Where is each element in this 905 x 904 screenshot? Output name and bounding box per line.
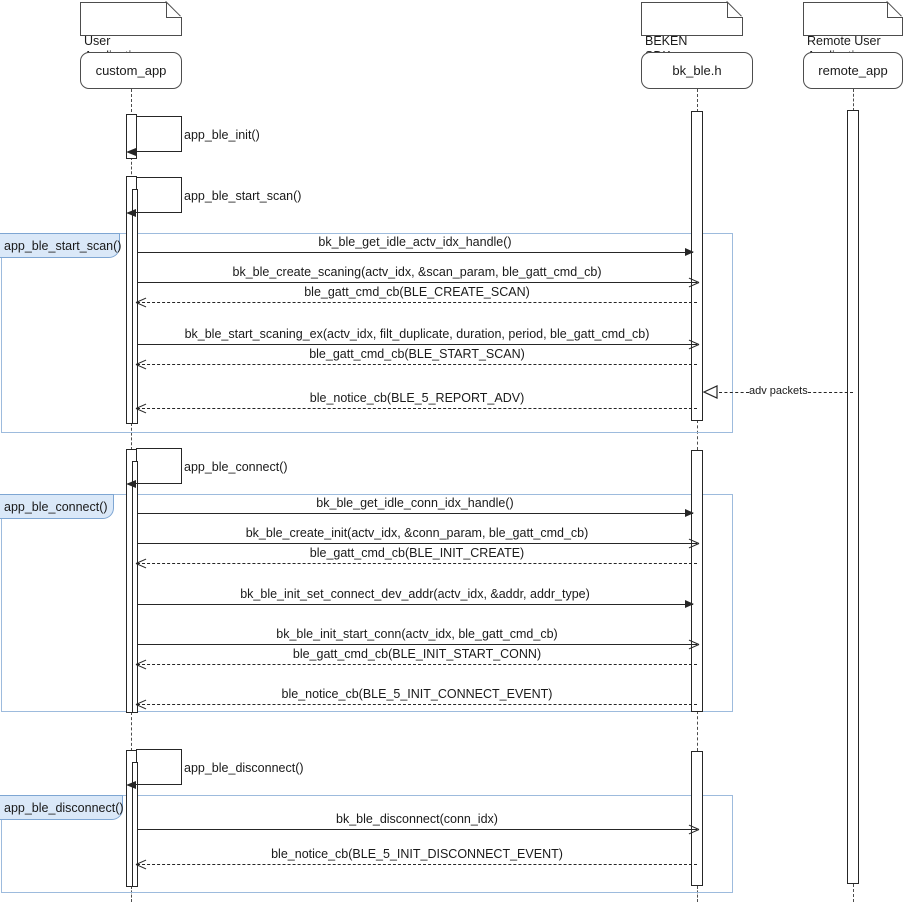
message-label: bk_ble_disconnect(conn_idx) [336,812,498,826]
message-label: bk_ble_create_init(actv_idx, &conn_param… [245,526,589,540]
arrowhead-icon [126,780,136,789]
lifeline-spine-bk-ble-h [697,89,698,112]
message-label: bk_ble_start_scaning_ex(actv_idx, filt_d… [184,327,650,341]
note-fold-icon [727,2,743,18]
self-call-app-ble-disconnect [126,749,182,789]
message-label: ble_gatt_cmd_cb(BLE_CREATE_SCAN) [304,285,530,299]
note-beken-sdk: BEKEN SDK [641,2,743,63]
self-call-label-app-ble-init: app_ble_init() [184,128,260,142]
arrowhead-icon [685,247,694,256]
lifeline-spine-bk-ble-h [697,420,698,450]
fragment-label-text: app_ble_disconnect() [4,800,124,815]
self-call-app-ble-init [126,116,182,156]
lifeline-label: remote_app [818,63,888,78]
fragment-connect [1,494,733,712]
lifeline-spine-bk-ble-h [697,886,698,902]
message-label: ble_notice_cb(BLE_5_INIT_CONNECT_EVENT) [281,687,553,701]
lifeline-spine-remote-app [853,884,854,902]
message-label: bk_ble_create_scaning(actv_idx, &scan_pa… [232,265,602,279]
message-label: bk_ble_get_idle_actv_idx_handle() [318,235,512,249]
arrowhead-icon [685,508,694,517]
note-user-application: User Application [80,2,182,63]
fragment-disconnect [1,795,733,893]
self-call-label-app-ble-connect: app_ble_connect() [184,460,288,474]
lifeline-head-custom-app[interactable]: custom_app [80,52,182,89]
message-label: bk_ble_init_start_conn(actv_idx, ble_gat… [276,627,558,641]
fragment-label-disconnect: app_ble_disconnect() [0,795,124,820]
lifeline-spine-custom-app [131,712,132,751]
activation-bar-remote-app [847,110,859,884]
message-label: bk_ble_get_idle_conn_idx_handle() [316,496,514,510]
activation-bar-custom-app-nested [132,762,138,887]
message-label: ble_gatt_cmd_cb(BLE_INIT_START_CONN) [292,647,542,661]
lifeline-spine-custom-app [131,423,132,450]
fragment-label-text: app_ble_start_scan() [4,238,122,253]
lifeline-label: bk_ble.h [672,63,722,78]
fragment-label-text: app_ble_connect() [4,499,108,514]
message-label: adv packets [749,385,808,397]
message-label: ble_notice_cb(BLE_5_REPORT_ADV) [309,391,525,405]
arrowhead-icon [126,208,136,217]
self-call-app-ble-connect [126,448,182,488]
self-call-label-app-ble-start-scan: app_ble_start_scan() [184,189,302,203]
lifeline-spine-custom-app [131,89,132,117]
lifeline-head-remote-app[interactable]: remote_app [803,52,903,89]
arrowhead-icon [126,147,136,156]
self-call-label-app-ble-disconnect: app_ble_disconnect() [184,761,304,775]
message-label: bk_ble_init_set_connect_dev_addr(actv_id… [240,587,590,601]
arrowhead-icon [685,599,694,608]
note-remote-user-application: Remote User Application [803,2,903,63]
activation-bar-bk-ble-h [691,450,703,712]
fragment-start-scan [1,233,733,433]
lifeline-spine-bk-ble-h [697,711,698,751]
fragment-label-connect: app_ble_connect() [0,494,114,519]
lifeline-label: custom_app [95,63,167,78]
note-fold-icon [887,2,903,18]
lifeline-head-bk-ble-h[interactable]: bk_ble.h [641,52,753,89]
message-adv-packets: adv packets [703,385,853,399]
hollow-arrowhead-icon [703,385,718,399]
fragment-label-start-scan: app_ble_start_scan() [0,233,122,258]
message-label: ble_gatt_cmd_cb(BLE_START_SCAN) [309,347,525,361]
message-label: ble_notice_cb(BLE_5_INIT_DISCONNECT_EVEN… [271,847,563,861]
lifeline-spine-remote-app [853,89,854,111]
lifeline-spine-custom-app [131,886,132,902]
message-label: ble_gatt_cmd_cb(BLE_INIT_CREATE) [309,546,525,560]
arrowhead-icon [126,479,136,488]
self-call-app-ble-start-scan [126,177,182,217]
activation-bar-custom-app [126,114,137,159]
lifeline-spine-custom-app [131,157,132,179]
activation-bar-bk-ble-h [691,751,703,886]
activation-bar-custom-app-nested [132,461,138,713]
note-fold-icon [166,2,182,18]
